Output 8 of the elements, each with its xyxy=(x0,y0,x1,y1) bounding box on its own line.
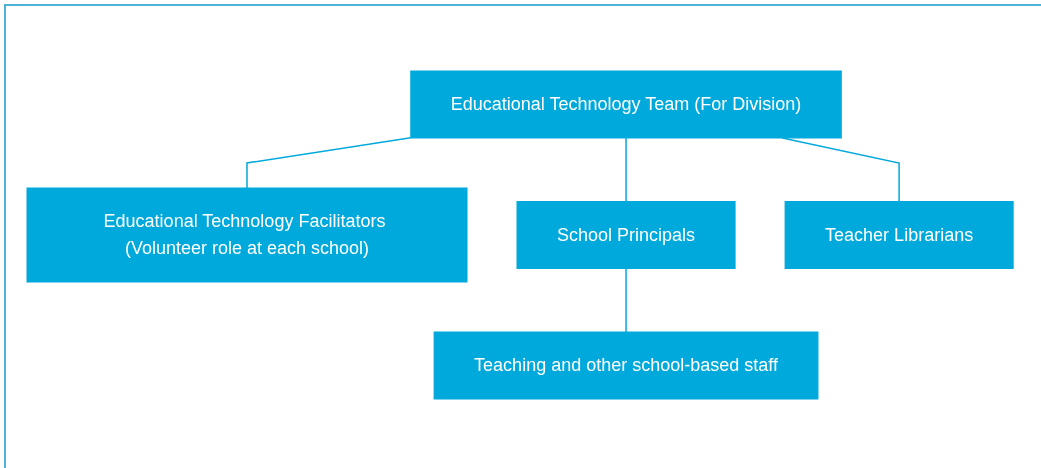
node-box: Educational Technology Facilitators (Volunteer role at each school) xyxy=(26,187,468,283)
node-box: Teacher Librarians xyxy=(784,201,1014,269)
node-box: Educational Technology Team (For Division) xyxy=(410,70,842,139)
node-box: School Principals xyxy=(516,201,736,269)
node-box: Teaching and other school-based staff xyxy=(433,331,819,400)
connector xyxy=(625,267,627,333)
connector xyxy=(625,137,627,203)
connector xyxy=(246,136,412,189)
